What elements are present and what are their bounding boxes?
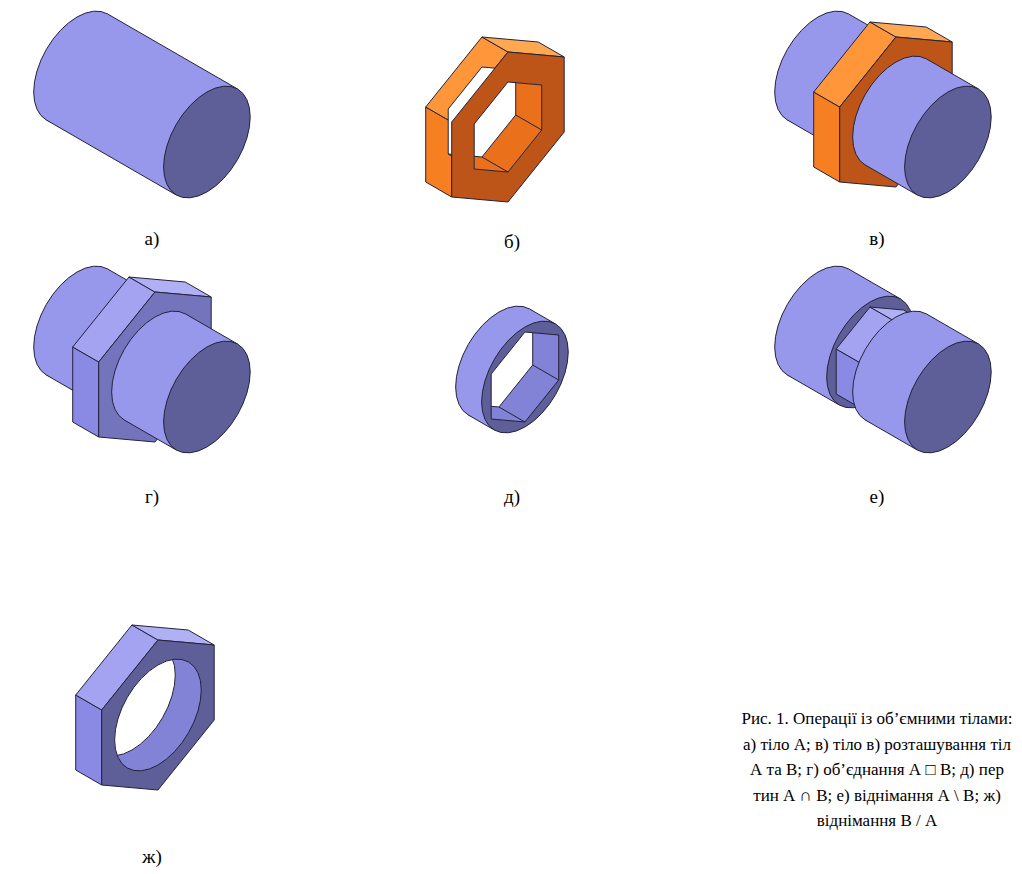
figure-label-slot: б) [472, 231, 552, 253]
difference-a-figure-part [905, 322, 992, 472]
figure-label-slot: ж) [112, 846, 192, 868]
figure-label: ж) [112, 846, 192, 868]
figure-label-slot: е) [837, 486, 917, 508]
intersection-figure-part [491, 332, 559, 422]
figure-label-slot: г) [112, 486, 192, 508]
cylinder-body [34, 0, 251, 217]
difference-b-figure-part-part [89, 625, 176, 775]
difference-b-figure-part [76, 695, 102, 785]
figure-label: а) [112, 228, 192, 250]
figure-label: в) [837, 228, 917, 250]
difference-b-figure [76, 625, 214, 790]
figure-label: г) [112, 486, 192, 508]
figure-label-slot: д) [472, 486, 552, 508]
difference-b-figure-part [89, 625, 176, 775]
figure-label-slot: в) [837, 228, 917, 250]
hex-ring-body [426, 37, 564, 202]
placement-figure-part [814, 92, 840, 182]
placement-figure-part [905, 67, 992, 217]
union-figure [34, 247, 251, 472]
figure-label: е) [837, 486, 917, 508]
figure-label-slot: а) [112, 228, 192, 250]
figure-label: б) [472, 231, 552, 253]
cylinder-body-part [164, 67, 251, 217]
caption-slot: Рис. 1. Операції із об’ємними тілами: а)… [738, 706, 1016, 834]
difference-a-figure [775, 247, 992, 472]
intersection-figure-part [465, 317, 558, 422]
figure-label: д) [472, 486, 552, 508]
intersection-figure-part-part [465, 317, 533, 407]
placement-figure [775, 0, 992, 217]
figure-caption: Рис. 1. Операції із об’ємними тілами: а)… [738, 706, 1016, 834]
difference-b-figure-part [115, 640, 202, 790]
intersection-figure [456, 287, 569, 452]
union-figure-part [73, 347, 99, 437]
hex-ring-body-part [452, 52, 565, 202]
union-figure-part [164, 322, 251, 472]
